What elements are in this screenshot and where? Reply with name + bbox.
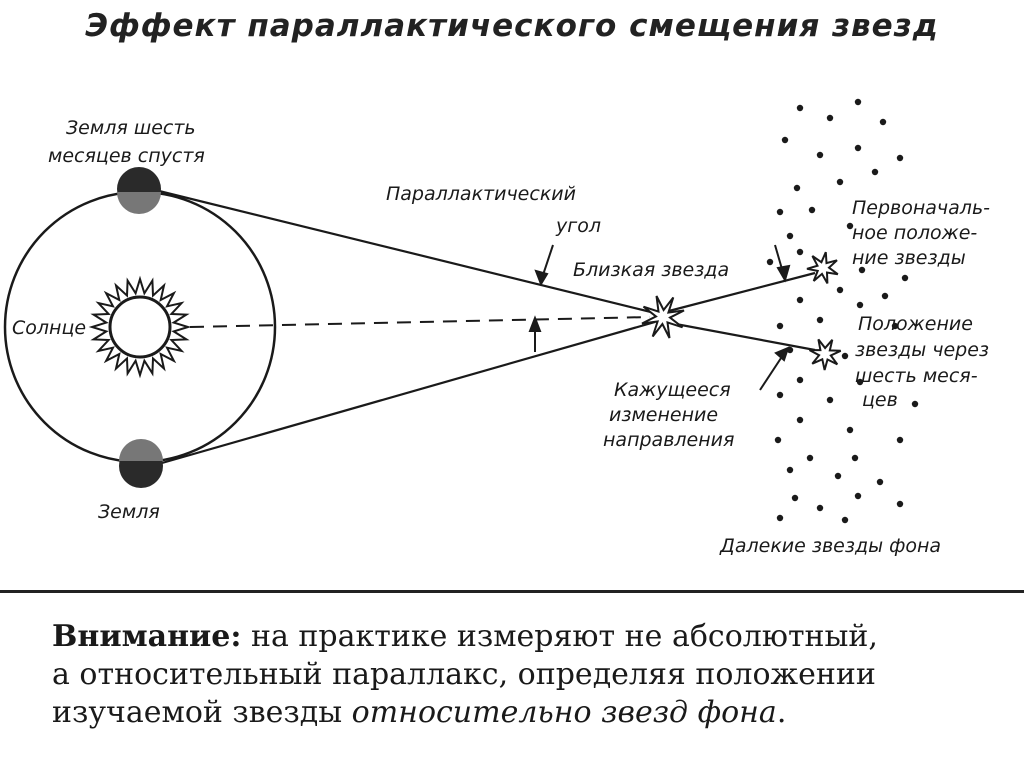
label-parallax-angle: Параллактический [386, 183, 576, 205]
sun-star-axis [189, 316, 651, 328]
arrow-parallax-angle [534, 244, 554, 287]
background-star-dot [776, 322, 784, 330]
label-earth-six-months: Земля шесть [66, 117, 196, 139]
background-star-dot [856, 378, 864, 386]
label-earth-six-months: месяцев спустя [48, 145, 205, 167]
background-star-dot [791, 494, 799, 502]
background-star-dot [786, 232, 794, 240]
label-parallax-angle: угол [555, 215, 601, 237]
star-icon [809, 338, 842, 371]
background-star-dot [776, 514, 784, 522]
label-apparent-change: Кажущееся [614, 379, 731, 401]
note-lead: Внимание: [52, 619, 242, 654]
background-star-dot [851, 454, 859, 462]
note-text: . [776, 695, 787, 730]
background-star-dot [876, 478, 884, 486]
background-star-dot [841, 352, 849, 360]
projection-top [664, 271, 816, 314]
label-initial-position: ние звезды [852, 247, 966, 269]
attention-note: Внимание: на практике измеряют не абсолю… [52, 618, 1012, 732]
divider [0, 590, 1024, 593]
background-star-dot [881, 292, 889, 300]
label-position-after: шесть меся- [855, 365, 978, 387]
note-text: изучаемой звезды [52, 695, 352, 730]
background-star-dot [796, 104, 804, 112]
background-star-dot [896, 436, 904, 444]
background-star-dot [766, 258, 774, 266]
page-title: Эффект параллактического смещения звезд [85, 8, 939, 44]
arrow-near-star [774, 244, 791, 283]
note-line: а относительный параллакс, определяя пол… [52, 657, 876, 692]
background-star-dot [826, 396, 834, 404]
background-star-dot [774, 436, 782, 444]
background-star-dot [816, 151, 824, 159]
background-star-dot [896, 500, 904, 508]
background-star-dot [841, 516, 849, 524]
background-star-dot [816, 316, 824, 324]
star-icon [806, 251, 839, 284]
earth-icon [119, 439, 163, 488]
background-star-dot [856, 301, 864, 309]
background-star-dot [816, 504, 824, 512]
background-star-dot [879, 118, 887, 126]
label-sun: Солнце [12, 317, 86, 339]
background-star-dot [776, 391, 784, 399]
sightline-top [154, 188, 656, 315]
star-icon [641, 295, 685, 339]
label-background-stars: Далекие звезды фона [719, 535, 941, 557]
background-star-dot [806, 454, 814, 462]
arrow-apparent-change [759, 346, 790, 391]
sightline-bottom [154, 320, 656, 467]
sun-icon [88, 275, 192, 379]
label-earth: Земля [98, 501, 160, 523]
background-star-dot [846, 426, 854, 434]
background-star-dot [854, 98, 862, 106]
background-star-dot [808, 206, 816, 214]
background-star-dot [786, 346, 794, 354]
background-star-dot [834, 472, 842, 480]
background-star-dot [854, 144, 862, 152]
background-star-dot [796, 248, 804, 256]
background-star-dot [826, 114, 834, 122]
background-star-dot [781, 136, 789, 144]
background-star-dot [793, 184, 801, 192]
background-star-dot [911, 400, 919, 408]
parallax-diagram: Земля шесть месяцев спустя Солнце Земля … [3, 98, 990, 557]
label-position-after: Положение [858, 313, 973, 335]
background-stars [766, 98, 919, 524]
background-star-dot [836, 178, 844, 186]
label-apparent-change: изменение [609, 404, 718, 426]
note-emphasis: относительно звезд фона [351, 695, 777, 730]
label-position-after: цев [862, 389, 898, 411]
note-line: Внимание: на практике измеряют не абсолю… [52, 618, 1012, 656]
background-star-dot [796, 416, 804, 424]
background-star-dot [896, 154, 904, 162]
background-star-dot [796, 296, 804, 304]
earth-icon [117, 167, 161, 214]
background-star-dot [796, 376, 804, 384]
background-star-dot [901, 274, 909, 282]
label-near-star: Близкая звезда [573, 259, 729, 281]
projection-bottom [664, 320, 816, 352]
label-position-after: звезды через [855, 339, 989, 361]
background-star-dot [871, 168, 879, 176]
background-star-dot [776, 208, 784, 216]
note-text: на практике измеряют не абсолютный, [241, 619, 878, 654]
background-star-dot [836, 286, 844, 294]
background-star-dot [858, 266, 866, 274]
label-initial-position: Первоначаль- [852, 197, 990, 219]
background-star-dot [786, 466, 794, 474]
background-star-dot [854, 492, 862, 500]
label-apparent-change: направления [603, 429, 734, 451]
arrow-angle-bottom [528, 315, 542, 352]
note-line: изучаемой звезды относительно звезд фона… [52, 694, 1012, 732]
background-star-dot [891, 322, 899, 330]
background-star-dot [846, 222, 854, 230]
label-initial-position: ное положе- [852, 222, 977, 244]
